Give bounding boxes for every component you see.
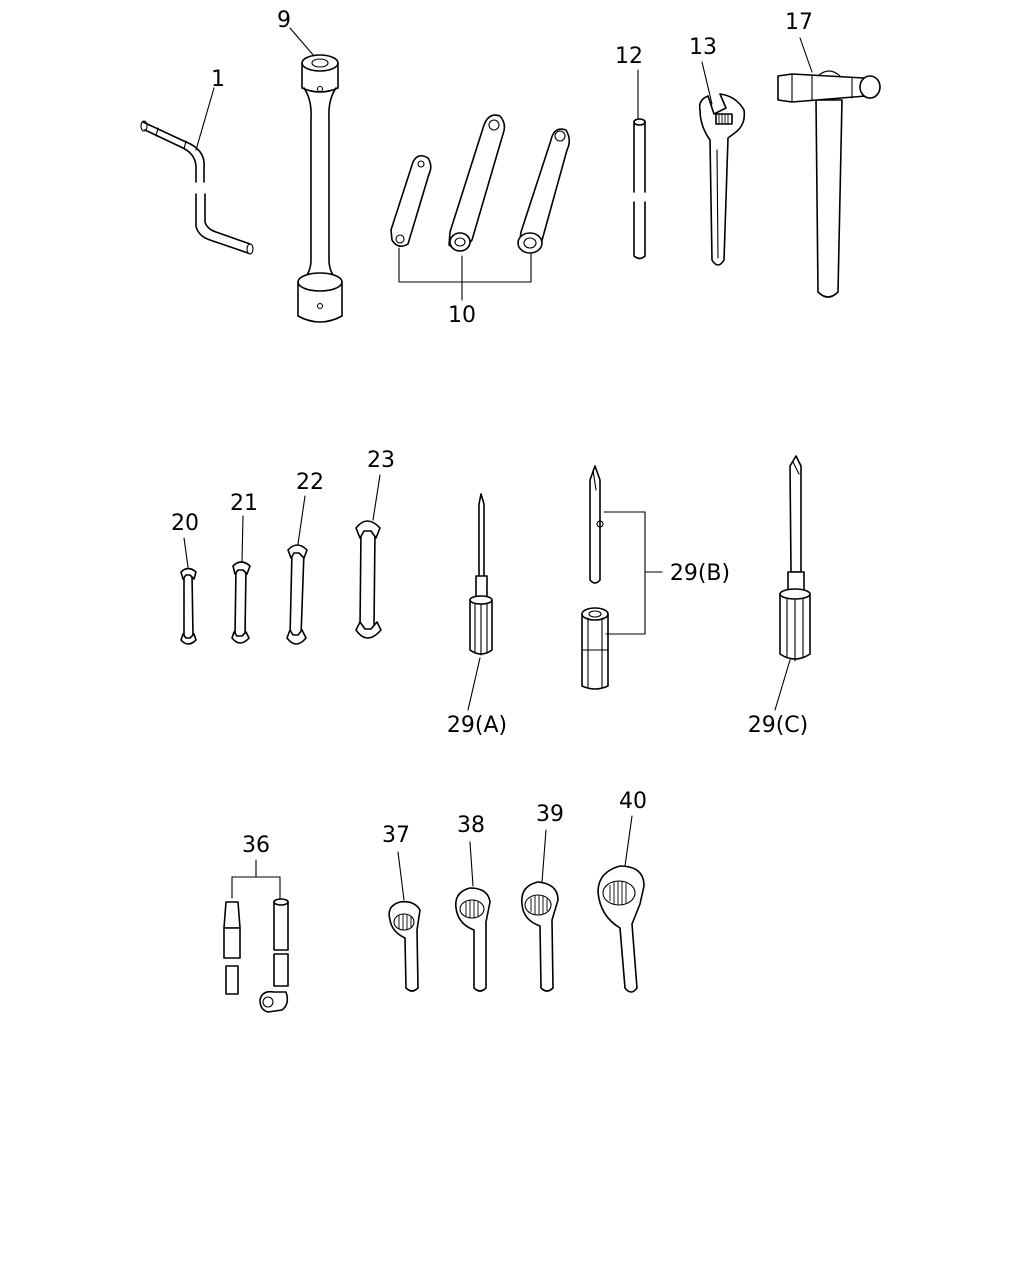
label-17: 17	[785, 10, 813, 35]
label-1: 1	[211, 67, 225, 92]
leader-1	[195, 87, 215, 151]
label-23: 23	[367, 448, 395, 473]
part-29a-screwdriver[interactable]	[469, 493, 493, 656]
leader-22	[297, 495, 306, 545]
leader-20	[183, 537, 189, 568]
leader-39	[541, 829, 547, 883]
bracket-29b	[603, 511, 663, 635]
label-37: 37	[382, 823, 410, 848]
label-38: 38	[457, 813, 485, 838]
leader-23	[372, 474, 381, 521]
label-29a: 29(A)	[447, 713, 507, 738]
label-40: 40	[619, 789, 647, 814]
part-9-wheel-nut-wrench[interactable]	[297, 54, 343, 323]
part-40-ring-wrench[interactable]	[597, 865, 645, 993]
label-20: 20	[171, 511, 199, 536]
part-38-ring-wrench[interactable]	[454, 887, 491, 992]
part-23-spanner[interactable]	[355, 520, 382, 639]
part-13-adjustable-wrench[interactable]	[698, 93, 746, 266]
part-39-ring-wrench[interactable]	[521, 881, 559, 992]
label-39: 39	[536, 802, 564, 827]
leader-37	[397, 851, 405, 901]
part-21-spanner[interactable]	[231, 561, 251, 644]
leader-17	[799, 37, 813, 73]
bracket-10	[398, 247, 532, 301]
label-22: 22	[296, 470, 324, 495]
label-13: 13	[689, 35, 717, 60]
part-1-jack-handle[interactable]	[140, 120, 254, 255]
label-9: 9	[277, 8, 291, 33]
label-36: 36	[242, 833, 270, 858]
leader-13	[701, 61, 713, 105]
part-20-spanner[interactable]	[180, 567, 197, 645]
part-10-box-wrench-set[interactable]	[390, 114, 571, 254]
label-29b: 29(B)	[670, 561, 730, 586]
part-37-ring-wrench[interactable]	[388, 900, 421, 992]
label-10: 10	[448, 303, 476, 328]
part-36-bit-set[interactable]	[223, 898, 289, 1013]
label-12: 12	[615, 44, 643, 69]
part-17-hammer[interactable]	[777, 70, 881, 298]
part-12-bar[interactable]	[633, 118, 646, 260]
leader-9	[289, 27, 315, 57]
part-29b-bit-and-socket[interactable]	[581, 465, 609, 690]
leader-21	[241, 515, 244, 562]
leader-29c	[774, 659, 791, 711]
leader-40	[624, 815, 633, 867]
bracket-36	[231, 859, 281, 899]
leader-29a	[467, 657, 481, 711]
label-21: 21	[230, 491, 258, 516]
leader-38	[469, 841, 474, 887]
part-29c-long-screwdriver[interactable]	[779, 455, 811, 662]
part-22-spanner[interactable]	[286, 544, 308, 645]
label-29c: 29(C)	[748, 713, 809, 738]
